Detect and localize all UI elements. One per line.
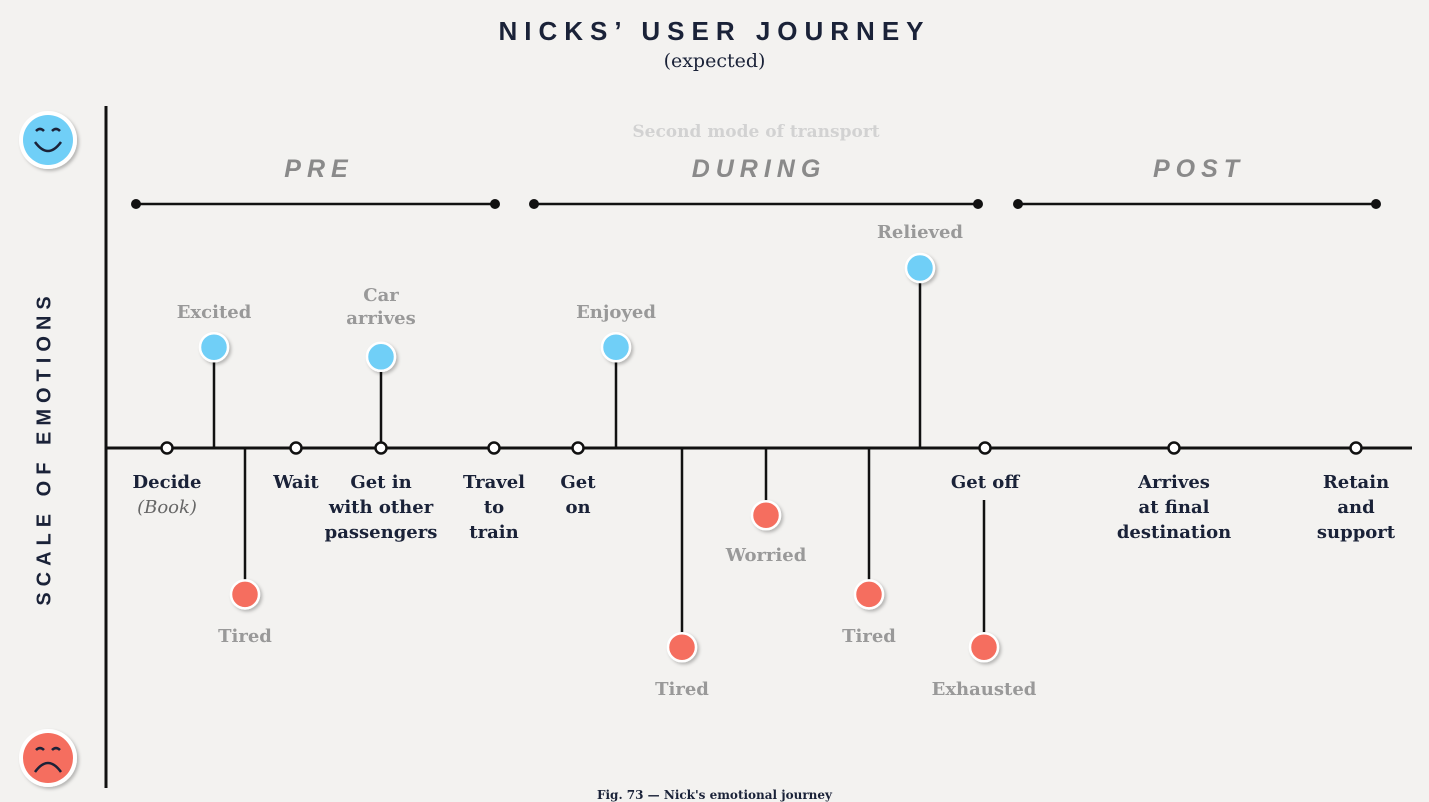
step-label-decide: Decide(Book) [132,472,202,518]
step-label-get-off: Get off [950,472,1020,493]
emotion-label-tired-3: Tired [842,626,896,647]
emotion-label-relieved: Relieved [876,222,964,243]
step-label-retain: Retain and support [1316,472,1396,543]
transport-mode-label: Second mode of transport [632,122,880,142]
step-label-wait: Wait [273,472,319,493]
emotion-label-car-arrives: Car arrives [346,285,416,329]
step-label-travel-to-train: Travel to train [463,472,525,543]
emotion-point-negative [853,579,885,610]
emotion-label-worried: Worried [725,545,807,566]
page-subtitle: (expected) [663,50,766,72]
emotion-point-positive [600,331,632,363]
step-label-get-on: Get on [560,472,596,518]
step-node [1349,441,1363,455]
emotion-point-positive [904,252,936,284]
phase-label-pre: PRE [284,155,354,183]
emotion-stems [212,268,986,648]
phase-bracket-during [529,199,983,209]
emotion-label-enjoyed: Enjoyed [576,302,656,323]
emotion-point-negative [968,631,1000,663]
phase-label-during: DURING [691,155,827,183]
emotion-dots [198,252,1000,663]
emotion-point-positive [365,341,397,373]
step-sublabel-book: (Book) [137,497,197,518]
step-node [487,441,501,455]
emotion-point-negative [229,579,261,610]
step-node [289,441,303,455]
step-node [374,441,388,455]
phase-label-post: POST [1152,155,1246,183]
phase-bracket-post [1013,199,1381,209]
emotion-point-positive [198,331,230,363]
step-label-arrives: Arrives at final destination [1116,472,1232,543]
step-nodes [160,441,1363,455]
emotion-label-excited: Excited [176,302,252,323]
step-node [978,441,992,455]
sad-face-icon [19,729,77,787]
page-title: NICKS’ USER JOURNEY [498,16,931,46]
emotion-label-tired-1: Tired [218,626,272,647]
emotion-label-tired-2: Tired [655,679,709,700]
emotion-point-negative [750,499,782,531]
step-node [160,441,174,455]
step-node [1167,441,1181,455]
phase-bracket-pre [131,199,500,209]
figure-caption: Fig. 73 — Nick's emotional journey [596,788,833,802]
emotion-label-exhausted: Exhausted [931,679,1037,700]
step-node [571,441,585,455]
happy-face-icon [19,111,77,169]
step-label-get-in: Get in with other passengers [324,472,438,543]
emotion-point-negative [666,631,698,663]
